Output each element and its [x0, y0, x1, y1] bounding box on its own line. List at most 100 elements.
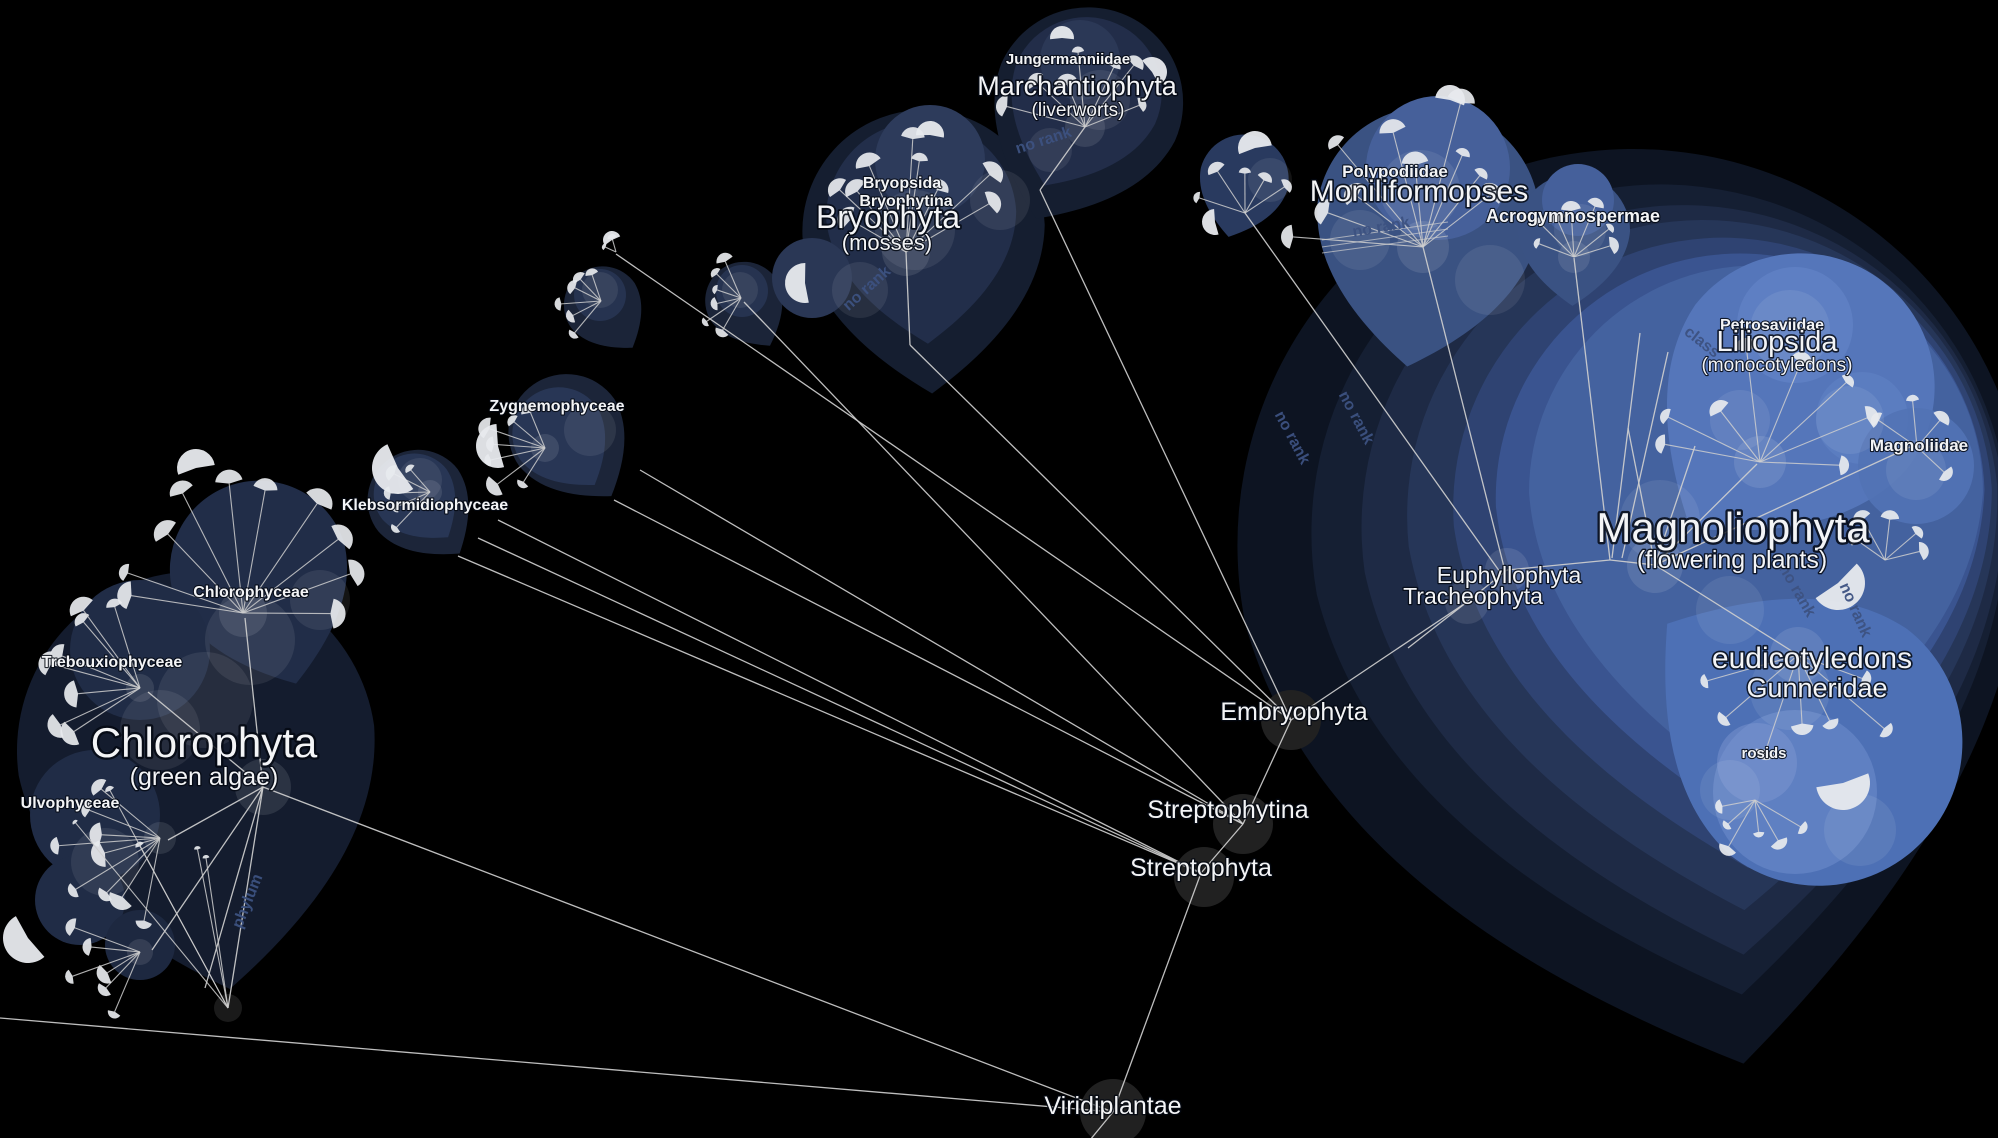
chlorophyceae-lobe[interactable] [147, 457, 381, 711]
taxon-label-klebsormidiophyceae[interactable]: Klebsormidiophyceae [341, 496, 510, 515]
taxon-label-streptophytina[interactable]: Streptophytina [1146, 795, 1310, 826]
taxon-label-trebouxiophyceae[interactable]: Trebouxiophyceae [41, 653, 184, 672]
leaf-fan-glyph [1587, 197, 1604, 209]
glyph-stem [1668, 416, 1761, 463]
leaf-fan-glyph [194, 846, 201, 850]
zygnemophyceae-lobe[interactable] [494, 369, 633, 512]
glyph-stem [101, 834, 161, 839]
taxon-label-marchantiophyta[interactable]: Marchantiophyta [976, 70, 1180, 103]
branch-line [1627, 427, 1656, 566]
taxon-label-rosids[interactable]: rosids [1740, 744, 1787, 763]
glyph-stem [1199, 197, 1246, 214]
glyph-stem [62, 655, 141, 689]
taxon-label-bryopsida[interactable]: Bryopsida [862, 174, 943, 193]
taxon-label-moniliformopses[interactable]: Moniliformopses [1308, 173, 1530, 209]
taxon-label-tracheophyta[interactable]: Tracheophyta [1402, 582, 1545, 611]
leaf-fan-glyph [1483, 182, 1502, 204]
taxon-label-chlorophyta[interactable]: Chlorophyta [88, 717, 320, 769]
taxon-label-bryophytina[interactable]: Bryophytina [858, 192, 954, 211]
glyph-stem [1006, 106, 1086, 128]
branch-line [1242, 719, 1292, 825]
leaf-fan-glyph [1561, 200, 1581, 212]
taxon-label-polypodiidae[interactable]: Polypodiidae [1341, 161, 1449, 182]
taxon-label-magnoliidae[interactable]: Magnoliidae [1869, 435, 1969, 456]
taxon-label-streptophyta[interactable]: Streptophyta [1129, 853, 1274, 884]
taxon-label-chlorophyceae[interactable]: Chlorophyceae [192, 583, 310, 602]
glyph-stem [78, 687, 141, 695]
half-disc-glyph [177, 449, 215, 475]
taxon-label-bryophyta[interactable]: Bryophyta [814, 197, 962, 237]
fan-lobe [716, 265, 768, 317]
glyph-stem [1878, 420, 1918, 448]
leaf-fan-glyph [1853, 510, 1871, 523]
glyph-stem [1916, 446, 1945, 473]
glyph-stem [1759, 362, 1802, 463]
leaf-fan-glyph [1534, 217, 1544, 227]
glyph-stem [73, 687, 141, 732]
glyph-stem [1759, 382, 1847, 463]
leaf-fan-glyph [253, 478, 278, 491]
glyph-stem [75, 822, 229, 1009]
leaf-fan-glyph [47, 714, 64, 738]
branch-line [905, 251, 911, 346]
leaf-fan-glyph [601, 243, 607, 251]
taxon-label-eudicotyledons[interactable]: eudicotyledons [1710, 640, 1913, 676]
fan-lobe [30, 750, 160, 880]
branch-line [1609, 559, 1656, 566]
leaf-fan-glyph [1314, 199, 1330, 225]
leaf-fan-glyph [106, 598, 123, 608]
glyph-stem [706, 297, 742, 322]
taxon-label-euphyllophyta[interactable]: Euphyllophyta [1435, 561, 1582, 590]
bokeh-circle [1700, 760, 1760, 820]
taxon-label-gunneridae[interactable]: Gunneridae [1745, 672, 1889, 705]
taxon-label-marchantiophyta-common[interactable]: (liverworts) [1030, 99, 1125, 122]
glyph-stem [724, 261, 742, 299]
taxon-label-liliopsida[interactable]: Liliopsida [1715, 324, 1840, 359]
branch-line [743, 301, 1244, 825]
leaf-fan-glyph [710, 297, 718, 311]
taxon-label-embryophyta[interactable]: Embryophyta [1219, 697, 1369, 728]
taxon-label-ulvophyceae[interactable]: Ulvophyceae [20, 794, 121, 813]
leaf-fan-glyph [712, 284, 718, 295]
leaf-fan-glyph [827, 178, 847, 198]
taxon-label-petrosaviidae[interactable]: Petrosaviidae [1719, 316, 1825, 335]
leaf-fan-glyph [1343, 182, 1364, 206]
leaf-fan-glyph [97, 983, 111, 997]
leaf-fan-glyph [928, 179, 949, 194]
leaf-fan-glyph [1027, 72, 1044, 90]
glyph-stem [127, 572, 244, 614]
lycopodiopsida-fan[interactable] [1185, 124, 1298, 248]
leaf-fan-glyph [215, 469, 243, 484]
glyph-stem [1337, 144, 1424, 248]
half-disc-glyph [1238, 131, 1272, 155]
half-disc-glyph [1142, 57, 1167, 86]
leaf-fan-glyph [1608, 236, 1619, 255]
leaf-fan-glyph [1660, 408, 1671, 425]
taxon-label-acrogymnospermae[interactable]: Acrogymnospermae [1485, 205, 1661, 227]
glyph-stem [1797, 654, 1803, 724]
leaf-fan-glyph [331, 524, 353, 550]
half-disc-glyph [916, 121, 944, 138]
glyph-stem [497, 447, 546, 485]
glyph-stem [1797, 654, 1863, 679]
glyph-stem [1573, 245, 1610, 258]
leaf-fan-glyph [1770, 837, 1788, 850]
taxon-label-chlorophyta-common[interactable]: (green algae) [128, 762, 279, 793]
taxon-label-bryophyta-common[interactable]: (mosses) [841, 229, 934, 256]
leaf-fan-glyph [572, 272, 585, 284]
tree-node[interactable] [1174, 847, 1234, 907]
glyph-stem [905, 174, 990, 253]
glyph-stem [1327, 212, 1424, 248]
tree-node[interactable] [1080, 1079, 1146, 1138]
taxon-label-zygnemophyceae[interactable]: Zygnemophyceae [488, 397, 625, 416]
glyph-stem [1244, 186, 1285, 214]
leaf-fan-glyph [1918, 542, 1929, 561]
taxon-label-magnoliophyta-common[interactable]: (flowering plants) [1635, 545, 1828, 576]
taxon-label-viridiplantae[interactable]: Viridiplantae [1043, 1091, 1183, 1122]
taxon-label-magnoliophyta[interactable]: Magnoliophyta [1594, 502, 1872, 554]
taxon-label-jungermanniidae[interactable]: Jungermanniidae [1005, 50, 1131, 69]
glyph-stem [410, 469, 431, 493]
glyph-stem [1797, 654, 1885, 729]
taxon-label-liliopsida-common[interactable]: (monocotyledons) [1700, 354, 1853, 377]
